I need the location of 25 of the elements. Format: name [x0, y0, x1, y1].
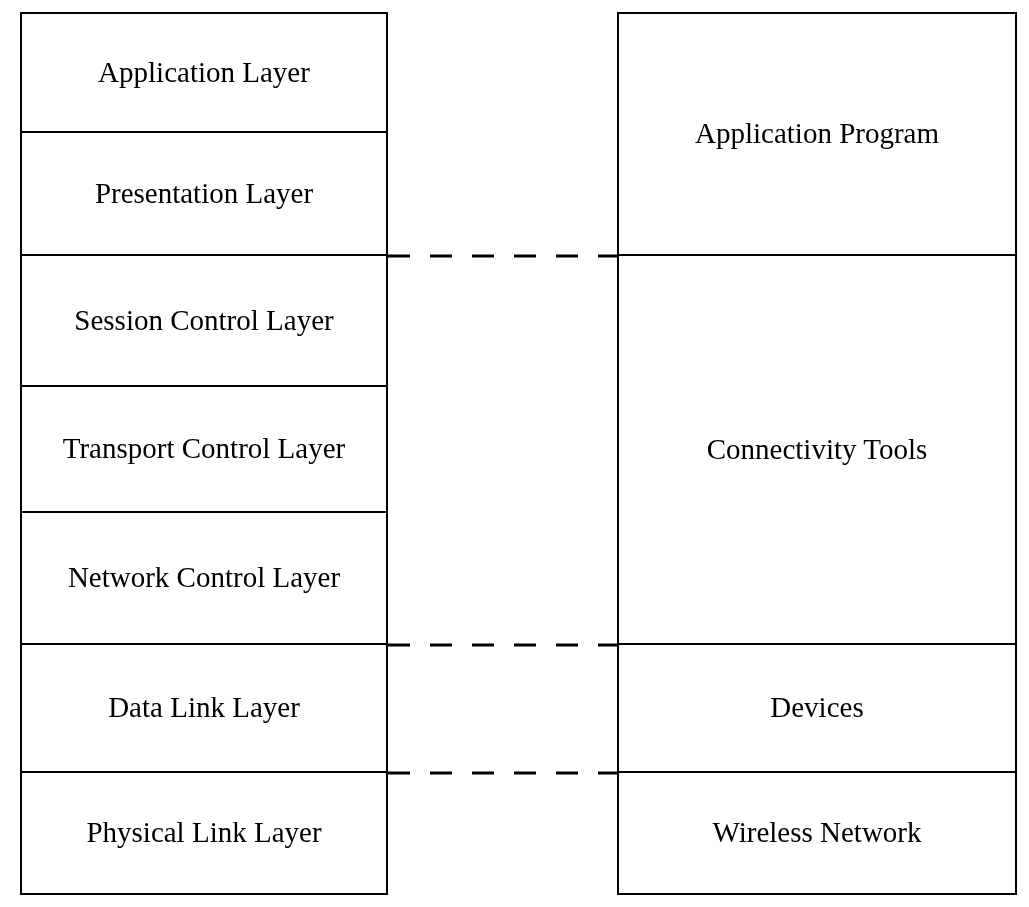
component-box — [617, 643, 1017, 773]
layer-box — [20, 12, 388, 133]
dashed-connector — [388, 643, 617, 647]
component-box — [617, 254, 1017, 645]
component-box — [617, 771, 1017, 895]
layer-label: Application Layer — [98, 54, 310, 90]
layer-box — [20, 643, 388, 773]
layer-label: Network Control Layer — [67, 560, 341, 596]
component-box — [617, 12, 1017, 256]
layer-label: Presentation Layer — [94, 175, 314, 211]
layer-box — [20, 771, 388, 895]
layer-label: Session Control Layer — [74, 302, 334, 338]
layer-box — [20, 254, 388, 387]
dashed-connector — [388, 254, 617, 258]
layer-label: Devices — [770, 690, 864, 726]
layer-box — [20, 385, 388, 513]
dashed-connector — [388, 771, 617, 775]
layer-box — [20, 511, 388, 645]
layer-box — [20, 131, 388, 256]
layer-label: Application Program — [694, 116, 939, 152]
layer-label: Connectivity Tools — [706, 431, 928, 467]
layer-label: Physical Link Layer — [86, 815, 322, 851]
layer-label: Transport Control Layer — [62, 431, 346, 467]
layer-label: Data Link Layer — [108, 690, 300, 726]
layer-label: Wireless Network — [712, 815, 922, 851]
